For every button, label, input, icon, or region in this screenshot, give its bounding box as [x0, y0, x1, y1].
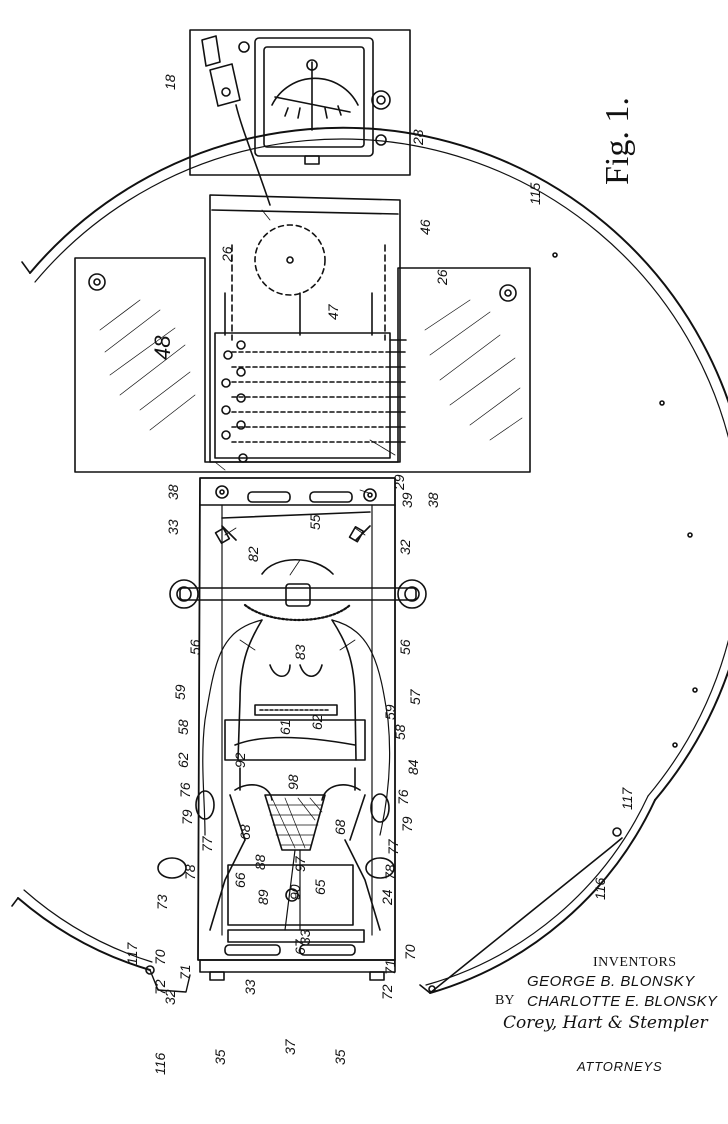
ref-numeral: 35	[332, 1049, 348, 1065]
ref-numeral: 33	[297, 929, 313, 945]
ref-numeral: 18	[162, 74, 178, 90]
ref-numeral: 33	[165, 519, 181, 535]
meter-plate	[189, 29, 411, 176]
ref-numeral: 24	[379, 889, 395, 906]
ref-numeral: 84	[405, 759, 421, 775]
ref-numeral: 88	[252, 854, 268, 870]
ref-numeral: 78	[182, 864, 198, 880]
ref-numeral: 76	[395, 789, 411, 805]
rail-segment-right	[419, 837, 623, 994]
ref-numeral: 70	[152, 949, 168, 965]
ref-numeral: 89	[255, 889, 271, 905]
attorney-signature: Corey, Hart & Stempler	[503, 1013, 708, 1033]
ref-numeral: 48	[150, 335, 175, 360]
ref-numeral: 76	[177, 782, 193, 798]
ref-numeral: 46	[417, 219, 433, 235]
ref-numeral: 37	[282, 1038, 298, 1055]
ref-numeral: 82	[245, 546, 261, 562]
ref-numeral: 59	[382, 704, 398, 720]
ref-numeral: 28	[410, 129, 426, 146]
meter-box	[254, 37, 374, 157]
ref-numeral: 78	[382, 864, 398, 880]
ref-numeral: 56	[397, 639, 413, 655]
ref-numeral: 116	[152, 1052, 168, 1075]
ref-numeral: 117	[619, 786, 635, 810]
ref-numeral: 47	[325, 303, 341, 320]
pelvic-net	[264, 794, 326, 851]
ref-numeral: 68	[237, 824, 253, 840]
ref-numeral: 98	[285, 774, 301, 790]
ref-numeral: 67	[292, 938, 308, 955]
rail-segment-left	[149, 969, 191, 993]
ref-numeral: 73	[154, 894, 170, 910]
ref-numeral: 59	[172, 684, 188, 700]
ref-numeral: 57	[407, 688, 423, 705]
ref-numeral: 38	[425, 492, 441, 508]
upper-carriage	[209, 194, 401, 463]
ref-numeral: 61	[277, 719, 293, 735]
ref-numeral: 97	[292, 855, 308, 872]
ref-numeral: 33	[242, 979, 258, 995]
ref-numeral: 32	[397, 539, 413, 555]
ref-numeral: 26	[219, 246, 235, 263]
circular-track-outer	[29, 126, 728, 801]
ref-numeral: 83	[292, 644, 308, 660]
ref-numeral: 92	[232, 752, 248, 768]
ref-numeral: 115	[527, 182, 543, 205]
ref-numeral: 90	[287, 884, 303, 900]
circular-track-lower-right	[429, 799, 656, 994]
ref-numeral: 72	[379, 984, 395, 1000]
ref-numeral: 56	[187, 639, 203, 655]
ref-numeral: 79	[399, 816, 415, 832]
ref-numeral: 38	[165, 484, 181, 500]
ref-numeral: 70	[402, 944, 418, 960]
ref-numeral: 58	[175, 719, 191, 735]
by-label: BY	[495, 993, 515, 1008]
ref-numeral: 29	[391, 474, 407, 491]
base-plate	[74, 257, 531, 473]
ref-numeral: 77	[199, 835, 215, 852]
ref-numeral: 35	[212, 1049, 228, 1065]
ref-numeral: 116	[592, 877, 608, 900]
ref-numeral: 26	[434, 269, 450, 286]
end-bar	[199, 959, 396, 973]
ref-numeral: 72	[152, 979, 168, 995]
inventor-name-1: GEORGE B. BLONSKY	[527, 973, 695, 990]
ref-numeral: 32	[162, 989, 178, 1005]
ref-numeral: 68	[332, 819, 348, 835]
ref-numeral: 79	[179, 809, 195, 825]
ref-numeral: 77	[385, 838, 401, 855]
terminal-board	[214, 332, 391, 459]
figure-label: Fig. 1.	[599, 97, 636, 185]
ref-numeral: 62	[309, 714, 325, 730]
circular-track-lower-left	[17, 897, 151, 971]
ref-numeral: 71	[382, 959, 398, 975]
head-clamp-bar	[179, 587, 417, 601]
ref-numeral: 55	[307, 514, 323, 530]
ref-numeral: 39	[399, 492, 415, 508]
ref-numeral: 58	[392, 724, 408, 740]
ref-numeral: 117	[124, 941, 140, 965]
ref-numeral: 65	[312, 879, 328, 895]
inventors-heading: INVENTORS	[593, 955, 677, 970]
ref-numeral: 66	[232, 872, 248, 888]
ref-numeral: 62	[175, 752, 191, 768]
patient-figure	[237, 619, 357, 761]
circular-track-inner	[34, 138, 728, 797]
attorneys-heading: ATTORNEYS	[577, 1059, 663, 1074]
ref-numeral: 71	[177, 964, 193, 980]
inventor-name-2: CHARLOTTE E. BLONSKY	[527, 993, 718, 1010]
inventor-credits: INVENTORS GEORGE B. BLONSKY BY CHARLOTTE…	[495, 955, 725, 1115]
